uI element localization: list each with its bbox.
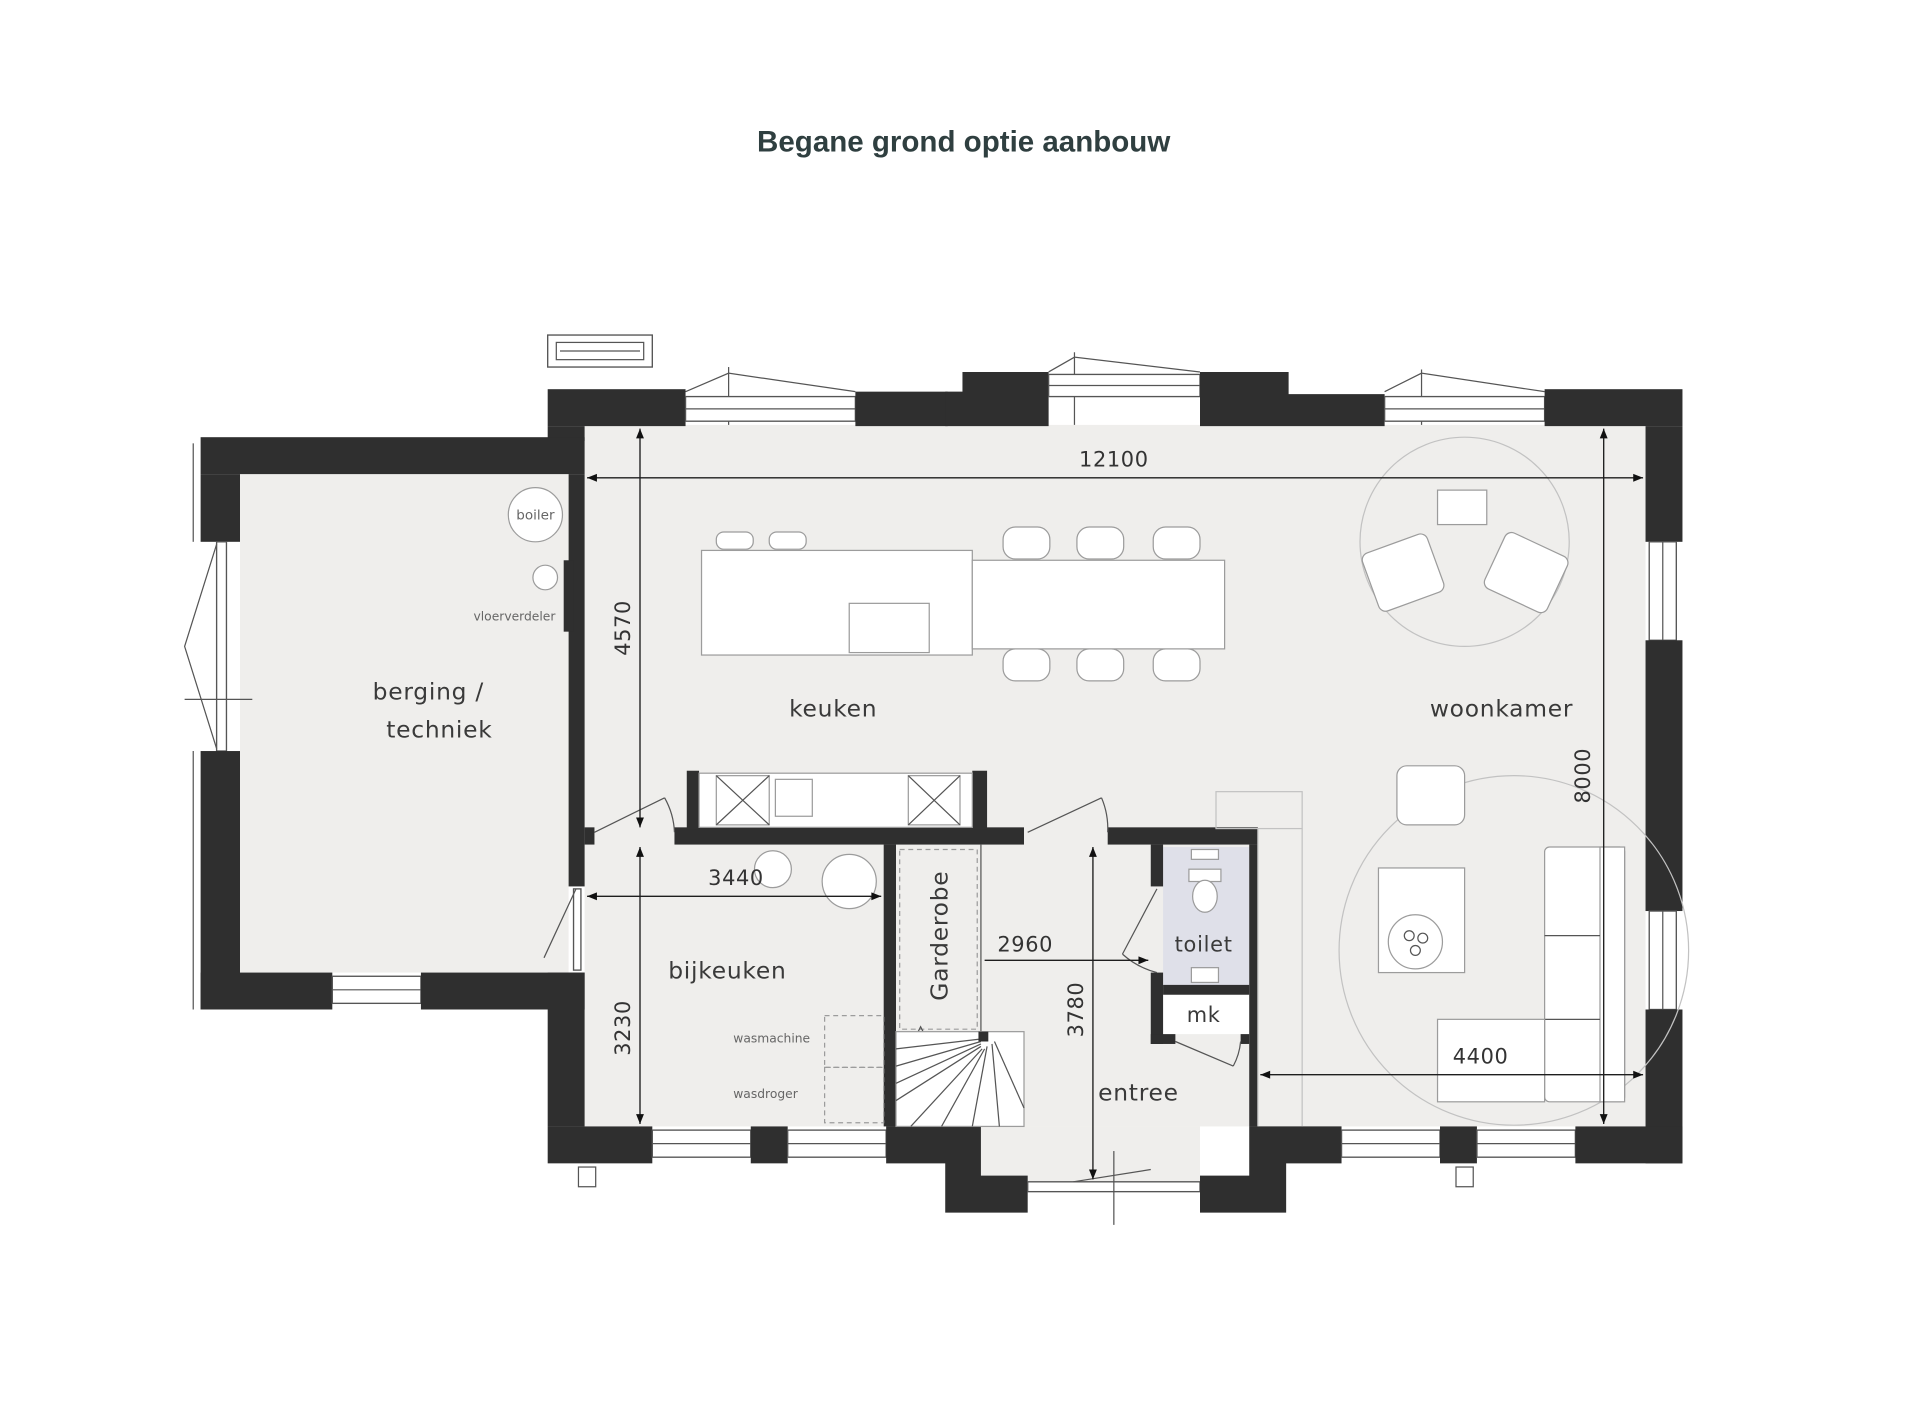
- vloerverdeler-unit: [563, 560, 574, 632]
- armchair: [1396, 765, 1466, 826]
- room-label-bijkeuken: bijkeuken: [668, 957, 786, 985]
- wall-segment: [1240, 1034, 1250, 1044]
- interior-doors: [594, 797, 1242, 1067]
- wall-segment: [1163, 984, 1250, 995]
- room-label-berging-line1: berging /: [373, 677, 484, 705]
- staircase: [895, 1031, 1025, 1128]
- fixture-label-boiler: boiler: [516, 508, 555, 524]
- room-labels: berging / techniek keuken woonkamer bijk…: [373, 677, 1573, 1107]
- wall-segment: [547, 1126, 653, 1164]
- wall-segment: [200, 972, 333, 1010]
- mk-floor: [1163, 994, 1250, 1035]
- wall-right: [1645, 426, 1683, 1164]
- wall-segment: [200, 437, 585, 475]
- dim-label-hall-width: 2960: [997, 933, 1053, 957]
- dining-table: [971, 526, 1226, 682]
- wall-segment: [547, 389, 686, 427]
- wasdroger-symbol: [824, 1066, 885, 1124]
- dim-label-living-width: 4400: [1453, 1045, 1509, 1069]
- small-fixture: [532, 564, 559, 591]
- room-label-berging-line2: techniek: [386, 715, 492, 743]
- door-toilet: [1121, 888, 1158, 974]
- wall-segment: [1150, 972, 1164, 1044]
- wall-segment: [1200, 371, 1385, 427]
- interior-walls: [584, 827, 1258, 1127]
- dim-label-bijkeuken-depth: 3230: [611, 1000, 635, 1056]
- kitchen-counter: [686, 770, 988, 830]
- toilet-fixtures: [1188, 848, 1222, 984]
- kitchen-sink: [774, 778, 813, 817]
- wall-segment: [1440, 1126, 1477, 1164]
- wall-segment: [674, 827, 1024, 845]
- room-label-keuken: keuken: [789, 695, 877, 723]
- entree-floor-extension: [980, 1126, 1200, 1182]
- berging-fixtures: [507, 487, 574, 632]
- sofa-chaise: [1436, 1018, 1546, 1103]
- fixture-label-wasmachine: wasmachine: [733, 1032, 810, 1046]
- wall-segment: [1150, 1034, 1176, 1044]
- door-keuken-hal: [1027, 797, 1109, 833]
- room-label-entree: entree: [1098, 1079, 1179, 1107]
- room-label-garderobe: Garderobe: [926, 871, 954, 1001]
- berging-walls: [183, 437, 585, 1010]
- dim-label-kitchen-depth: 4570: [611, 600, 635, 656]
- wall-segment: [945, 371, 1049, 427]
- wall-bottom: [547, 1126, 1683, 1225]
- dim-label-bijkeuken-width: 3440: [708, 866, 764, 890]
- room-label-mk: mk: [1187, 1003, 1221, 1027]
- wall-segment: [200, 474, 240, 542]
- dim-label-overall-width: 12100: [1079, 448, 1149, 472]
- dimension-labels: 12100 4570 8000 3440 2960 3230 3780 4400: [611, 448, 1595, 1069]
- lounge-seating: [1359, 436, 1570, 648]
- berging-floor: [240, 474, 569, 973]
- wall-segment: [1575, 1126, 1683, 1164]
- boiler-symbol: [507, 487, 564, 543]
- door-keuken-bijkeuken: [594, 797, 676, 833]
- dim-label-entree-depth: 3780: [1064, 982, 1088, 1038]
- berging-door: [572, 888, 582, 971]
- dim-label-living-depth: 8000: [1571, 748, 1595, 804]
- wall-segment: [886, 1126, 1028, 1213]
- room-label-woonkamer: woonkamer: [1430, 695, 1573, 723]
- wall-segment: [584, 827, 595, 845]
- wall-segment: [1200, 1126, 1342, 1213]
- page-title: Begane grond optie aanbouw: [757, 126, 1171, 159]
- wall-segment: [855, 391, 948, 427]
- roof-window-symbol: [547, 334, 653, 368]
- wall-segment: [750, 1126, 788, 1164]
- wall-segment: [420, 972, 585, 1010]
- kitchen-island: [700, 531, 973, 656]
- fixture-label-wasdroger: wasdroger: [733, 1087, 798, 1101]
- wall-segment: [1645, 426, 1683, 542]
- toilet-floor: [1163, 847, 1250, 985]
- wall-segment: [1544, 389, 1683, 427]
- wall-segment: [1150, 844, 1164, 887]
- fixture-label-vloerverdeler: vloerverdeler: [473, 610, 556, 624]
- wall-segment: [1107, 827, 1258, 845]
- wall-top: [547, 371, 1683, 427]
- wall-segment: [883, 844, 896, 1127]
- fixture-labels: boiler vloerverdeler wasmachine wasdroge…: [473, 508, 810, 1101]
- wall-segment: [200, 751, 240, 1010]
- door-mk: [1175, 1040, 1242, 1067]
- wall-segment: [1645, 640, 1683, 912]
- room-label-toilet: toilet: [1175, 933, 1233, 957]
- dimension-lines: [587, 428, 1644, 1180]
- wall-segment: [1249, 844, 1258, 1127]
- wall-segment: [568, 474, 585, 887]
